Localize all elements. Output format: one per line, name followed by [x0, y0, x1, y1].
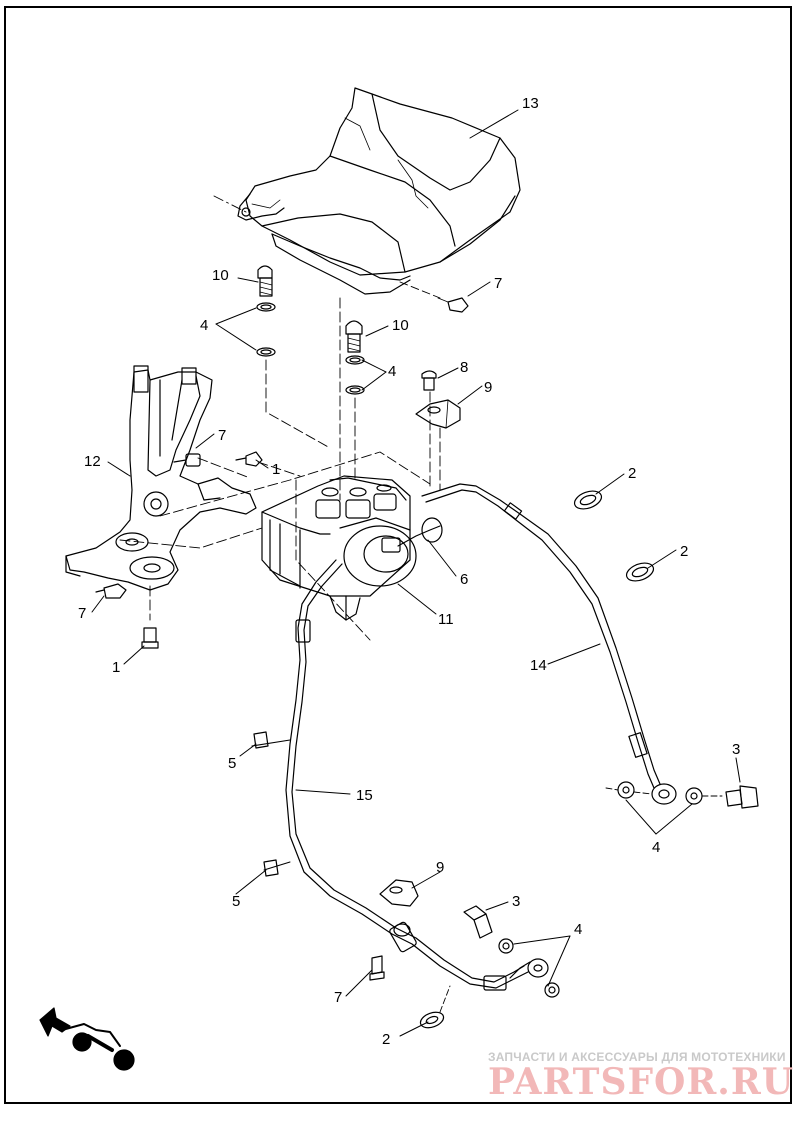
bolt-7-lower	[95, 583, 127, 599]
watermark-tagline: ЗАПЧАСТИ И АКСЕССУАРЫ ДЛЯ МОТОТЕХНИКИ	[488, 1050, 786, 1064]
callout-14: 14	[530, 657, 547, 674]
callout-4-top-right: 4	[388, 363, 396, 380]
callout-5-upper: 5	[228, 755, 236, 772]
spacer-5-upper	[253, 731, 269, 749]
callout-5-lower: 5	[232, 893, 240, 910]
abs-module-part	[261, 475, 443, 621]
callout-15: 15	[356, 787, 373, 804]
clip-2-middle	[625, 562, 655, 582]
watermark-brand: PARTSFOR.RU	[488, 1061, 795, 1103]
brake-line-14	[421, 483, 677, 805]
callout-labels: 13 10 4 10 4 7 8 9 7 12 1 2 2 6 11 7 1 1…	[78, 95, 740, 1048]
alignment-lines	[119, 297, 441, 641]
bolt-7-lower-line	[369, 955, 385, 981]
bolt-10-left	[256, 265, 276, 357]
callout-6: 6	[460, 571, 468, 588]
banjo-bolt-3-right	[605, 781, 759, 809]
callout-10-right: 10	[392, 317, 409, 334]
clamp-9-lower	[379, 879, 419, 907]
callout-8: 8	[460, 359, 468, 376]
brake-line-15	[285, 559, 549, 991]
bolt-8	[421, 370, 437, 391]
callout-13: 13	[522, 95, 539, 112]
callout-4-right: 4	[652, 839, 660, 856]
bolt-7-bracket	[173, 453, 201, 467]
callout-12: 12	[84, 453, 101, 470]
callout-7-lower: 7	[78, 605, 86, 622]
callout-9-top: 9	[484, 379, 492, 396]
callout-1-top: 1	[272, 461, 280, 478]
callout-7-bracket: 7	[218, 427, 226, 444]
bolt-1-lower	[141, 627, 159, 649]
callout-7-lower-line: 7	[334, 989, 342, 1006]
clip-2-lower	[419, 985, 451, 1029]
callout-2-upper: 2	[628, 465, 636, 482]
callout-10-left: 10	[212, 267, 229, 284]
callout-3-right: 3	[732, 741, 740, 758]
abs-cover-part	[213, 87, 521, 295]
clip-2-upper	[573, 490, 603, 510]
bolt-10-right	[345, 320, 365, 395]
leader-lines	[91, 109, 741, 1037]
banjo-bolt-3-lower	[463, 905, 560, 998]
callout-11: 11	[438, 611, 454, 628]
callout-7-cover: 7	[494, 275, 502, 292]
front-direction-icon	[39, 1007, 135, 1071]
callout-3-lower: 3	[512, 893, 520, 910]
callout-4-top-left: 4	[200, 317, 208, 334]
callout-2-lower: 2	[382, 1031, 390, 1048]
callout-2-middle: 2	[680, 543, 688, 560]
spacer-5-lower	[263, 859, 279, 877]
bolt-7-cover	[399, 281, 469, 313]
bolt-1-top	[235, 451, 263, 467]
callout-9-lower: 9	[436, 859, 444, 876]
callout-1-lower: 1	[112, 659, 120, 676]
clamp-9-top	[415, 399, 461, 429]
diagram-frame	[4, 6, 792, 1104]
bracket-part	[65, 365, 257, 591]
callout-4-lower: 4	[574, 921, 582, 938]
